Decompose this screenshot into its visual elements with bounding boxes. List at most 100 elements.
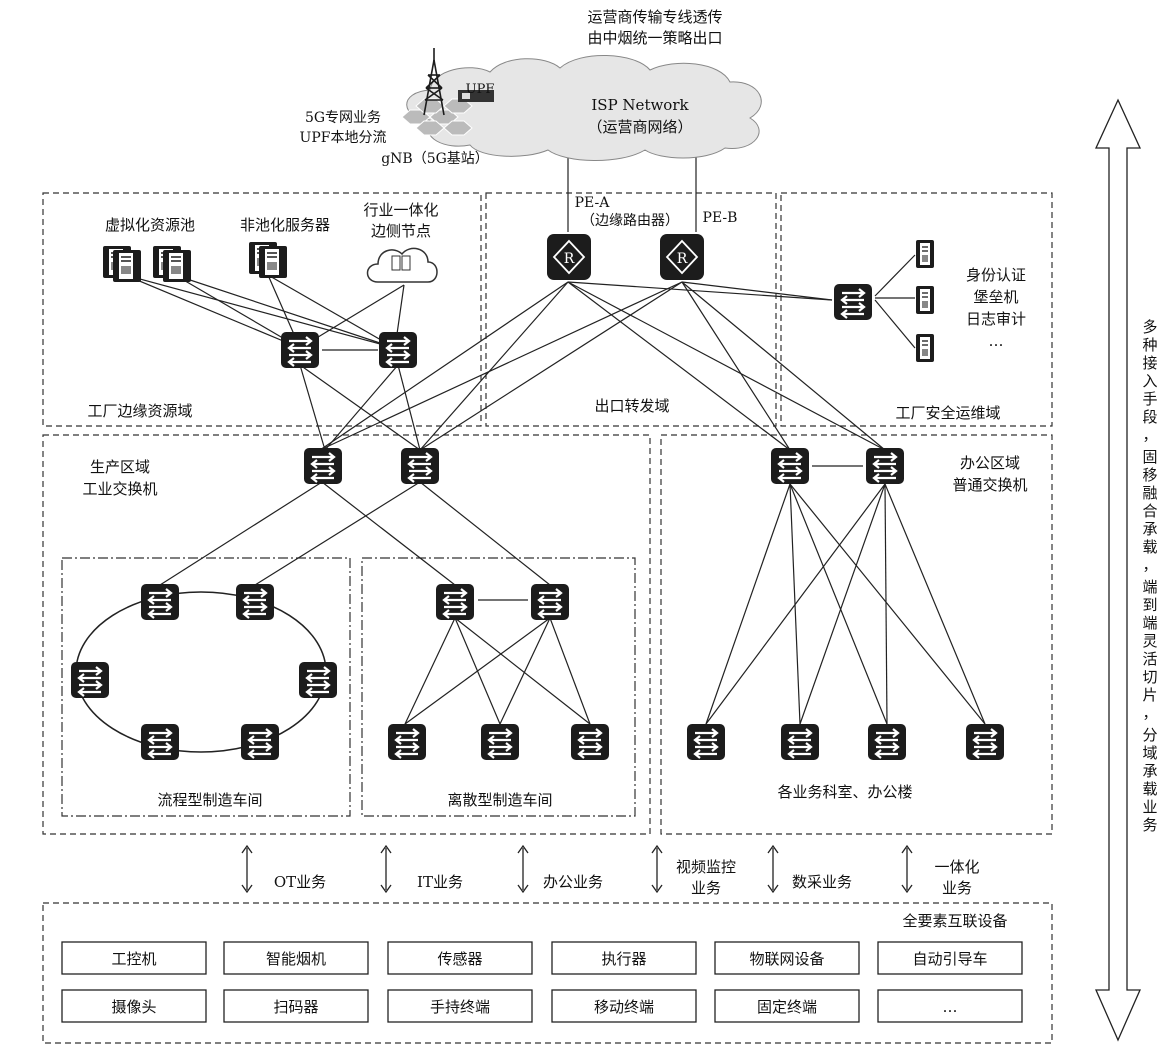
service-video-line2: 业务 bbox=[691, 879, 721, 897]
device-box bbox=[551, 941, 697, 975]
service-office: 办公业务 bbox=[543, 873, 603, 891]
device-label: 固定终端 bbox=[757, 998, 817, 1016]
side-note-char: 融 bbox=[1142, 484, 1157, 502]
hex-cell-icon bbox=[401, 98, 473, 136]
integrated-node-line2: 边侧节点 bbox=[371, 222, 431, 240]
side-note-char: 入 bbox=[1142, 372, 1157, 390]
side-note-char: 分 bbox=[1142, 726, 1157, 744]
side-note-char: 活 bbox=[1142, 650, 1157, 668]
service-video-line1: 视频监控 bbox=[676, 858, 736, 876]
side-note-char: 业 bbox=[1142, 798, 1157, 816]
svg-text:R: R bbox=[677, 251, 688, 267]
offices-label: 各业务科室、办公楼 bbox=[777, 783, 912, 801]
cloud-icon bbox=[366, 247, 438, 283]
security-item-3: 日志审计 bbox=[966, 310, 1026, 328]
side-note-char: 载 bbox=[1142, 538, 1157, 556]
device-box bbox=[877, 941, 1023, 975]
egress-domain-box bbox=[485, 192, 777, 427]
vertical-double-arrow-icon bbox=[1094, 98, 1142, 1042]
ring-topology bbox=[75, 591, 327, 753]
security-domain-title: 工厂安全运维域 bbox=[895, 404, 1000, 422]
server-icon bbox=[102, 241, 288, 283]
office-area-box bbox=[660, 434, 1053, 835]
side-note-char: 移 bbox=[1142, 466, 1157, 484]
discrete-workshop-box bbox=[361, 557, 636, 817]
egress-domain-title: 出口转发域 bbox=[594, 397, 669, 415]
upf-server-icon bbox=[458, 90, 494, 102]
side-note-char: 合 bbox=[1142, 502, 1157, 520]
device-label: 扫码器 bbox=[273, 998, 318, 1016]
router-icon: R bbox=[547, 234, 591, 280]
server-icon bbox=[915, 239, 935, 363]
side-note-char: 端 bbox=[1142, 578, 1157, 596]
nonpool-label: 非池化服务器 bbox=[240, 216, 330, 234]
device-label: 传感器 bbox=[437, 950, 482, 968]
device-box bbox=[551, 989, 697, 1023]
side-note-char: 切 bbox=[1142, 668, 1157, 686]
side-note-char: 灵 bbox=[1142, 632, 1157, 650]
service-integrated-line2: 业务 bbox=[942, 879, 972, 897]
side-note-char: 载 bbox=[1142, 780, 1157, 798]
cloud-icon bbox=[406, 54, 762, 161]
device-label: 摄像头 bbox=[111, 998, 156, 1016]
discrete-workshop-label: 离散型制造车间 bbox=[447, 791, 552, 809]
service-it: IT业务 bbox=[417, 873, 463, 891]
security-item-2: 堡垒机 bbox=[973, 288, 1018, 306]
devices-title: 全要素互联设备 bbox=[902, 912, 1007, 930]
side-note-char: 接 bbox=[1142, 354, 1157, 372]
top-note-line2: 由中烟统一策略出口 bbox=[587, 29, 722, 47]
service-ot: OT业务 bbox=[274, 873, 326, 891]
security-domain-box bbox=[780, 192, 1053, 427]
fiveg-line1: 5G专网业务 bbox=[305, 110, 381, 126]
edge-domain-box bbox=[42, 192, 482, 427]
side-note-char: ， bbox=[1142, 426, 1157, 444]
side-note-char: ， bbox=[1142, 704, 1157, 722]
side-note-char: 承 bbox=[1142, 762, 1157, 780]
production-area-box bbox=[42, 434, 651, 835]
switch-icon bbox=[832, 282, 874, 322]
production-title-line1: 生产区域 bbox=[90, 458, 150, 476]
device-box bbox=[223, 989, 369, 1023]
pe-sub-label: （边缘路由器） bbox=[581, 213, 679, 229]
side-note-char: 片 bbox=[1142, 686, 1157, 704]
gnb-label: gNB（5G基站） bbox=[381, 150, 489, 167]
pe-a-label: PE-A bbox=[575, 195, 611, 211]
side-note-char: 种 bbox=[1142, 336, 1157, 354]
production-title-line2: 工业交换机 bbox=[82, 480, 157, 498]
device-label: 自动引导车 bbox=[912, 950, 987, 968]
side-note-char: 域 bbox=[1142, 744, 1157, 762]
side-note-char: 段 bbox=[1142, 408, 1157, 426]
device-box bbox=[61, 941, 207, 975]
office-title-line2: 普通交换机 bbox=[952, 476, 1027, 494]
device-box bbox=[387, 941, 533, 975]
side-note-char: 端 bbox=[1142, 614, 1157, 632]
side-note-char: 承 bbox=[1142, 520, 1157, 538]
device-label: 手持终端 bbox=[430, 998, 490, 1016]
service-data: 数采业务 bbox=[792, 873, 852, 891]
device-box bbox=[877, 989, 1023, 1023]
device-label: 执行器 bbox=[601, 950, 646, 968]
double-arrow-icon bbox=[241, 844, 913, 894]
flow-workshop-label: 流程型制造车间 bbox=[157, 791, 262, 809]
device-box bbox=[387, 989, 533, 1023]
office-title-line1: 办公区域 bbox=[960, 454, 1020, 472]
device-label: 物联网设备 bbox=[749, 950, 824, 968]
device-box bbox=[714, 989, 860, 1023]
fiveg-line2: UPF本地分流 bbox=[300, 130, 387, 146]
pe-b-label: PE-B bbox=[703, 210, 738, 226]
svg-text:R: R bbox=[564, 251, 575, 267]
isp-subtitle: （运营商网络） bbox=[587, 118, 692, 136]
device-box bbox=[714, 941, 860, 975]
edge-domain-title: 工厂边缘资源域 bbox=[87, 402, 192, 420]
device-box bbox=[61, 989, 207, 1023]
side-note-char: 务 bbox=[1142, 816, 1157, 834]
integrated-node-line1: 行业一体化 bbox=[363, 201, 438, 219]
device-label: 工控机 bbox=[111, 950, 156, 968]
device-label: … bbox=[943, 998, 958, 1016]
service-integrated-line1: 一体化 bbox=[934, 858, 979, 876]
upf-label: UPF bbox=[466, 82, 495, 97]
router-icon: R bbox=[660, 234, 704, 280]
security-item-1: 身份认证 bbox=[966, 266, 1026, 284]
device-box bbox=[223, 941, 369, 975]
